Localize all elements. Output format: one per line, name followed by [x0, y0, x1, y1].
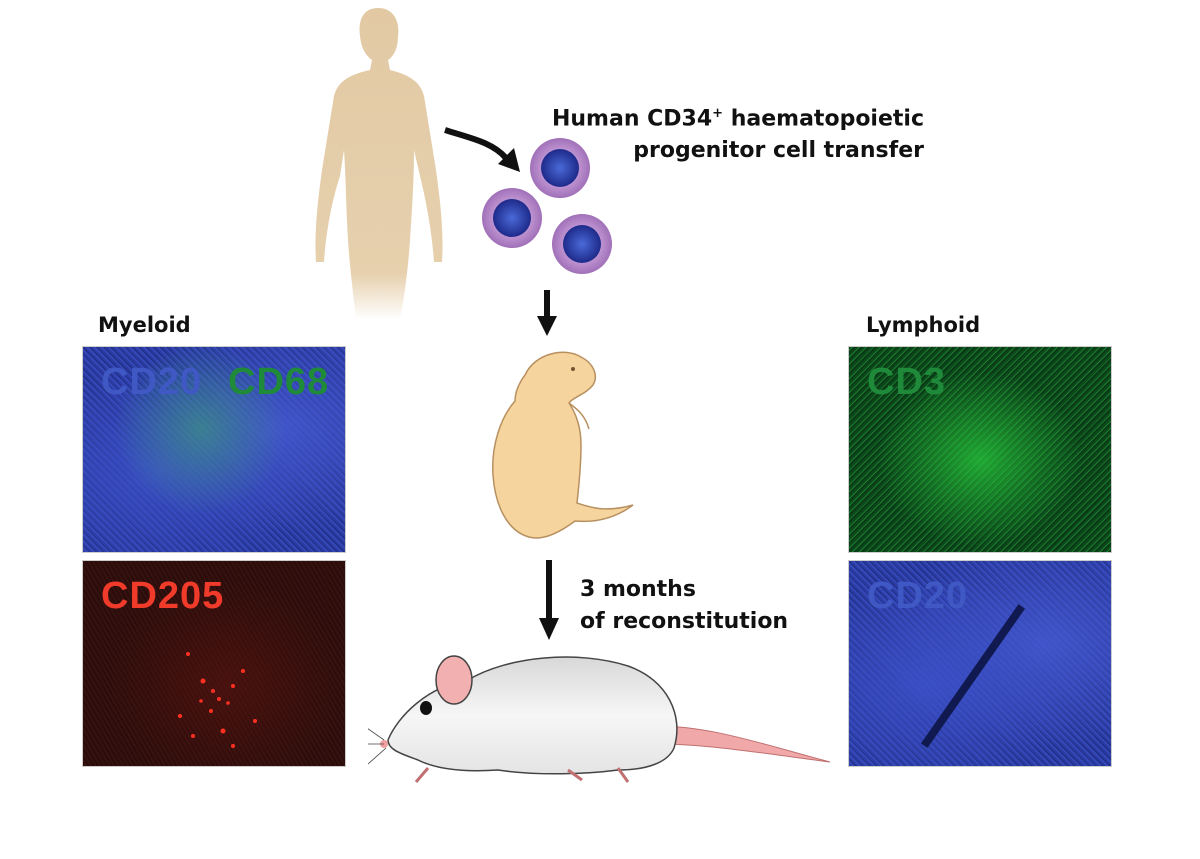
adult-mouse-icon [368, 655, 831, 783]
reconstitution-line-1: 3 months [580, 577, 696, 602]
down-arrow-icon [537, 290, 557, 336]
cell-icon [530, 138, 590, 198]
cell-icon [482, 188, 542, 248]
newborn-mouse-icon [492, 351, 634, 539]
lymphoid-cd3-image: CD3 [848, 346, 1112, 553]
myeloid-title: Myeloid [98, 313, 191, 337]
caption-line-2: progenitor cell transfer [633, 138, 924, 164]
reconstitution-caption: 3 months of reconstitution [580, 574, 788, 638]
caption-superscript: + [712, 106, 724, 121]
cd3-label: CD3 [867, 361, 947, 403]
curved-arrow-icon [444, 127, 520, 172]
lymphoid-cd20-image: CD20 [848, 560, 1112, 767]
cd68-label: CD68 [228, 361, 330, 403]
cd205-label: CD205 [101, 575, 225, 617]
lymphoid-title: Lymphoid [866, 313, 981, 337]
reconstitution-line-2: of reconstitution [580, 609, 789, 634]
transfer-caption: Human CD34+ haematopoietic progenitor ce… [532, 98, 924, 167]
caption-text: Human CD34 [551, 106, 713, 132]
cd205-signal [178, 652, 257, 748]
cd20-label: CD20 [867, 575, 969, 617]
myeloid-cd20-cd68-image: CD20 CD68 [82, 346, 346, 553]
cd20-label: CD20 [101, 361, 203, 403]
human-silhouette-icon [315, 8, 443, 320]
stem-cells-icon [482, 138, 612, 274]
caption-text: haematopoietic [723, 106, 924, 132]
myeloid-cd205-image: CD205 [82, 560, 346, 767]
cell-icon [552, 214, 612, 274]
down-arrow-icon [539, 560, 559, 640]
